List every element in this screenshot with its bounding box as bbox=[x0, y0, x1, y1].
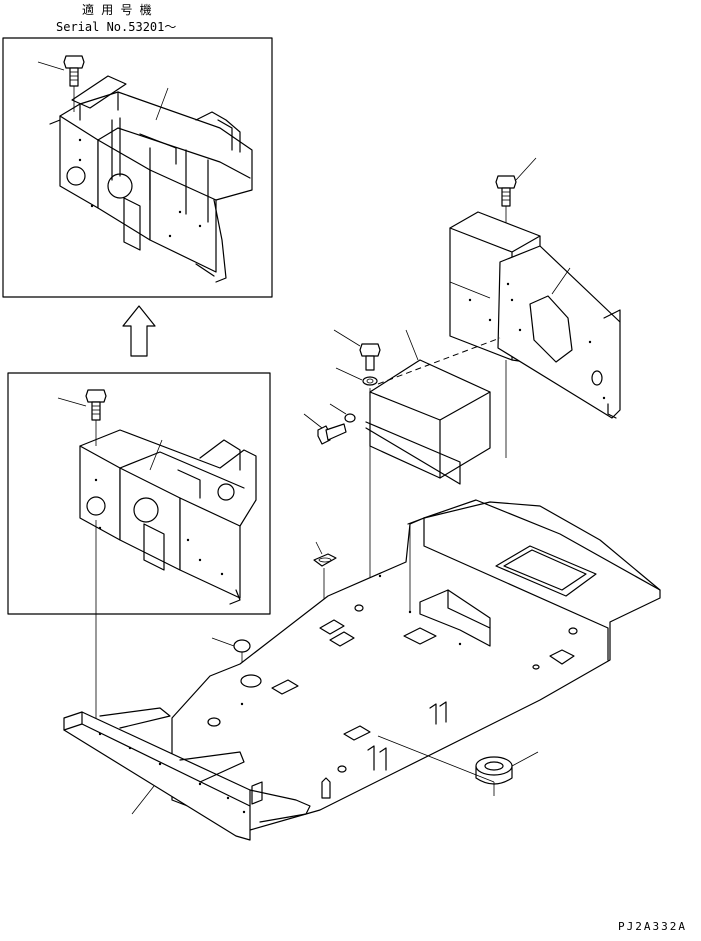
washer bbox=[362, 376, 378, 386]
cover-plate bbox=[365, 359, 491, 485]
frame-assembly-lower bbox=[79, 429, 257, 605]
drawing-code: PJ2A332A bbox=[618, 920, 687, 933]
leader-line bbox=[335, 367, 363, 381]
leader-line bbox=[303, 413, 323, 429]
bolt-cover bbox=[359, 343, 381, 371]
bolt-lower-inset bbox=[85, 389, 107, 421]
serial-number-label: Serial No.53201〜 bbox=[56, 20, 176, 34]
round-plug bbox=[233, 639, 251, 653]
washer bbox=[344, 413, 356, 423]
main-floor-frame bbox=[63, 499, 661, 841]
bolt-side bbox=[317, 423, 347, 445]
leader-line bbox=[329, 403, 347, 415]
inset-box-bottom bbox=[7, 372, 271, 615]
leader-line bbox=[315, 541, 323, 555]
leader-line bbox=[149, 439, 163, 471]
floor-plug-slot bbox=[313, 553, 337, 567]
leader-line bbox=[155, 87, 169, 121]
bolt-top-inset bbox=[63, 55, 85, 87]
inset-old-frame bbox=[7, 372, 271, 720]
bolt-cab-support bbox=[495, 175, 517, 207]
ring-part bbox=[475, 756, 513, 785]
assembly-line bbox=[377, 337, 501, 385]
frame-assembly-top bbox=[49, 75, 253, 283]
leader-line bbox=[211, 637, 235, 647]
leader-line bbox=[405, 329, 419, 361]
leader-line bbox=[551, 267, 571, 295]
direction-arrow-up bbox=[122, 305, 156, 357]
leader-line bbox=[515, 157, 537, 181]
inset-box-top bbox=[2, 37, 273, 298]
leader-line bbox=[57, 397, 87, 407]
inset-new-frame bbox=[2, 37, 273, 298]
leader-line bbox=[333, 329, 361, 347]
leader-line bbox=[37, 61, 65, 71]
leader-line bbox=[131, 785, 155, 815]
applicability-label: 適 用 号 機 bbox=[82, 2, 152, 17]
leader-line bbox=[511, 751, 539, 767]
side-panel bbox=[497, 245, 621, 419]
